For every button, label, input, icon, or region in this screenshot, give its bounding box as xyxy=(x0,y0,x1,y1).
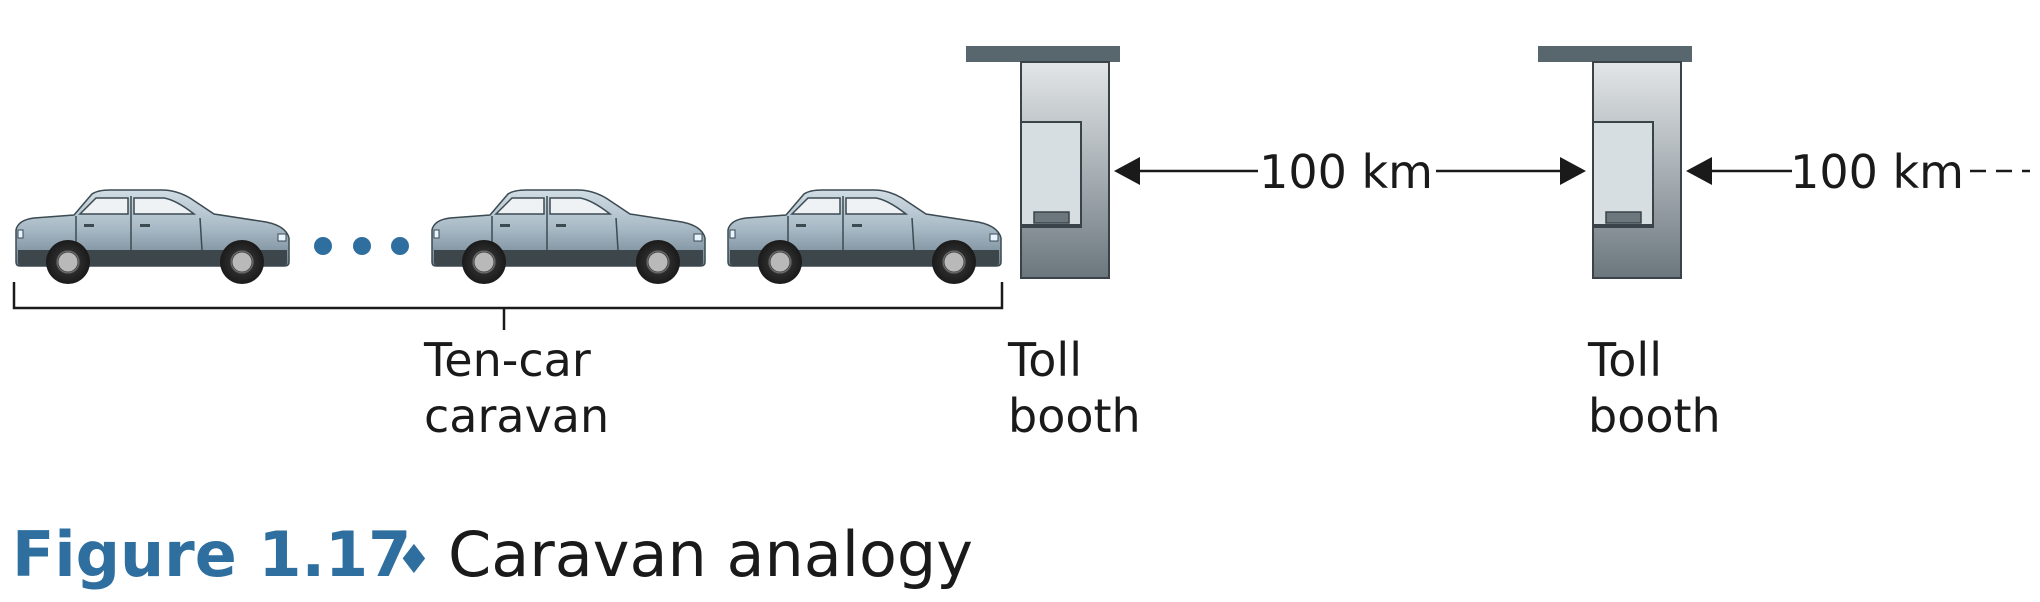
car-icon xyxy=(15,189,290,285)
dot xyxy=(353,237,371,255)
dot xyxy=(391,237,409,255)
caravan-label: caravan xyxy=(424,389,609,443)
toll-booth-label: Toll xyxy=(1587,333,1662,387)
arrowhead-left-icon xyxy=(1686,157,1712,185)
toll-booth-label: booth xyxy=(1588,389,1721,443)
distance-label: 100 km xyxy=(1790,145,1964,199)
caravan-bracket xyxy=(12,282,1004,330)
figure-number: Figure 1.17 xyxy=(12,518,411,591)
toll-booth-label: Toll xyxy=(1007,333,1082,387)
car-icon xyxy=(431,189,706,285)
distance-arrow xyxy=(1686,157,2030,185)
arrowhead-left-icon xyxy=(1114,157,1140,185)
caravan-label: Ten-car xyxy=(423,333,591,387)
car-icon xyxy=(727,189,1002,285)
figure-title: Caravan analogy xyxy=(448,518,973,591)
toll-booth-label: booth xyxy=(1008,389,1141,443)
distance-label: 100 km xyxy=(1259,145,1433,199)
dot xyxy=(314,237,332,255)
arrowhead-right-icon xyxy=(1560,157,1586,185)
ellipsis-dots xyxy=(314,237,409,255)
distance-arrow xyxy=(1114,157,1586,185)
diamond-separator-icon: ♦ xyxy=(396,537,432,583)
